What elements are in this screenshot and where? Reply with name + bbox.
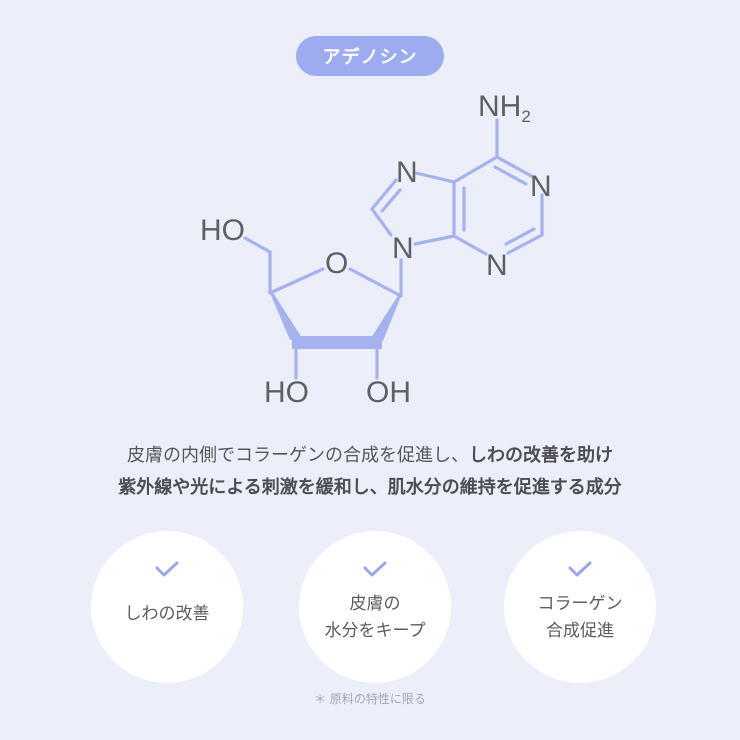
benefit-label: しわの改善 <box>125 601 210 628</box>
check-icon <box>155 561 179 577</box>
bonds <box>243 118 544 380</box>
benefit-label: 皮膚の 水分をキープ <box>325 591 426 645</box>
footnote: ＊ 原料の特性に限る <box>314 692 426 706</box>
check-icon <box>568 561 592 577</box>
benefit-card-moisture: 皮膚の 水分をキープ <box>299 531 451 683</box>
description-line-2: 紫外線や光による刺激を緩和し、肌水分の維持を促進する成分 <box>118 477 622 498</box>
n9-label: N <box>392 232 414 265</box>
check-icon <box>363 561 387 577</box>
ho-5prime-label: HO <box>200 214 245 247</box>
benefit-label-line-2: 水分をキープ <box>324 621 426 641</box>
wedge-bonds <box>270 291 401 349</box>
benefit-card-wrinkle: しわの改善 <box>91 531 243 683</box>
ho-3prime-label: HO <box>264 376 309 409</box>
benefit-card-collagen: コラーゲン 合成促進 <box>504 531 656 683</box>
benefit-label-line-1: しわの改善 <box>124 604 210 624</box>
adenosine-structure-diagram: NH2 N N N N O HO HO OH <box>190 80 560 420</box>
description-line-1-regular: 皮膚の内側でコラーゲンの合成を促進し、 <box>127 445 469 466</box>
ingredient-name-badge: アデノシン <box>296 36 444 76</box>
description-line-1-bold: しわの改善を助け <box>469 445 613 466</box>
benefit-label: コラーゲン 合成促進 <box>538 591 623 645</box>
n3-label: N <box>486 249 508 282</box>
oh-2prime-label: OH <box>366 376 411 409</box>
benefit-label-line-1: コラーゲン <box>537 594 623 614</box>
n1-label: N <box>530 170 552 203</box>
benefit-label-line-1: 皮膚の <box>349 594 401 614</box>
description-line-1: 皮膚の内側でコラーゲンの合成を促進し、しわの改善を助け <box>0 440 740 472</box>
ingredient-description: 皮膚の内側でコラーゲンの合成を促進し、しわの改善を助け 紫外線や光による刺激を緩… <box>0 440 740 504</box>
benefit-label-line-2: 合成促進 <box>546 621 614 641</box>
atom-labels: NH2 N N N N O HO HO OH <box>200 90 552 409</box>
n7-label: N <box>396 156 418 189</box>
nh2-label: NH2 <box>478 90 531 126</box>
ring-oxygen-label: O <box>325 247 348 280</box>
